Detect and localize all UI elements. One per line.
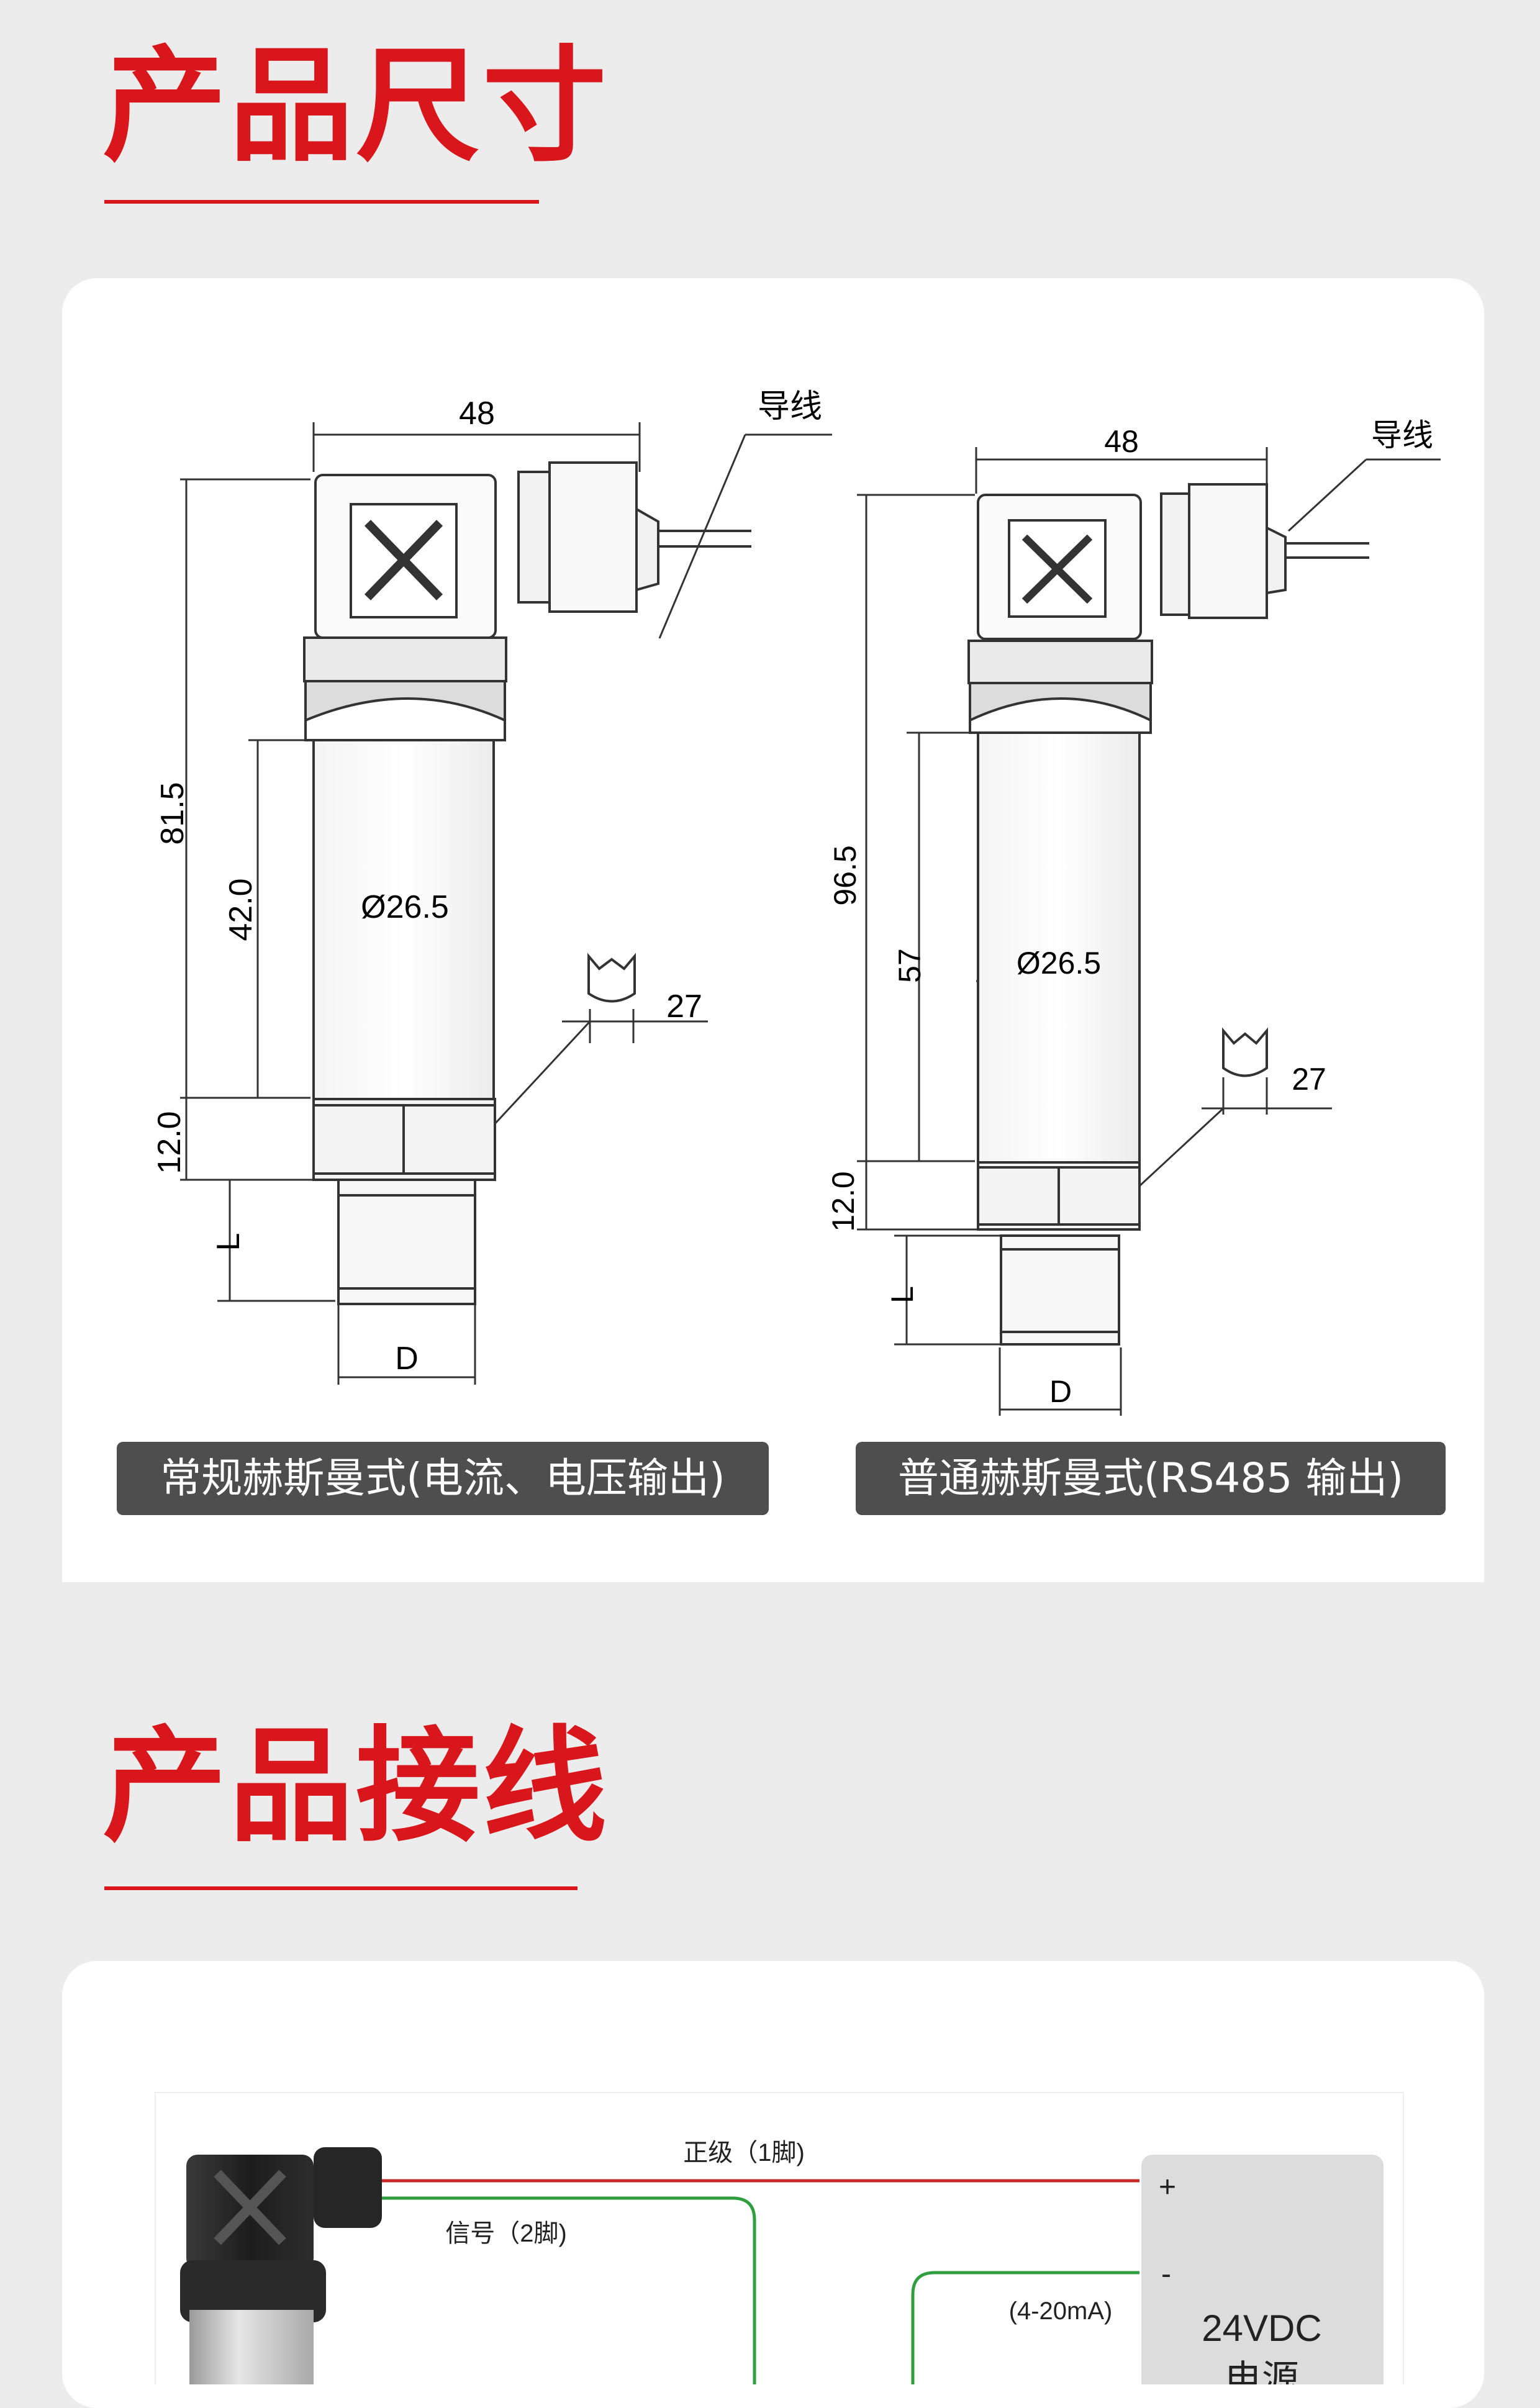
plus-terminal: +: [1159, 2171, 1176, 2204]
power-supply-box: [1141, 2155, 1384, 2384]
wiring-section-title: 产品接线: [102, 1714, 610, 1859]
current-label: (4-20mA): [1009, 2297, 1113, 2325]
signal-wire: [382, 2196, 1139, 2384]
wiring-diagram: 正级（1脚) 信号（2脚) (4-20mA) + - 24VDC 电源: [155, 2092, 1404, 2384]
left-dimension-drawing: 48 导线 81.5 42.0 Ø26.5 27 12.0 L D: [152, 389, 832, 1385]
left-wrench-icon: [587, 953, 636, 1003]
right-total-height-label: 96.5: [828, 845, 863, 905]
dimensions-title-underline: [104, 200, 539, 204]
section-separator: [0, 1583, 1540, 1621]
supply-voltage: 24VDC: [1202, 2307, 1321, 2349]
left-caption: 常规赫斯曼式(电流、电压输出): [117, 1442, 769, 1515]
dimensions-section-title: 产品尺寸: [102, 34, 610, 179]
left-hex-height-label: 12.0: [152, 1111, 188, 1174]
left-width-label: 48: [459, 396, 495, 432]
sensor-photo: [180, 2147, 382, 2384]
left-wire-label: 导线: [758, 389, 822, 425]
minus-terminal: -: [1161, 2258, 1171, 2291]
signal-wire-label: 信号（2脚): [445, 2220, 567, 2247]
right-caption: 普通赫斯曼式(RS485 输出): [856, 1442, 1446, 1515]
right-wire-label: 导线: [1371, 418, 1433, 453]
right-body-height-label: 57: [892, 948, 927, 983]
right-wrench-label: 27: [1292, 1062, 1326, 1097]
right-dimension-lines: [857, 447, 1441, 1416]
supply-name: 电源: [1225, 2358, 1299, 2384]
left-dimension-lines: [180, 422, 832, 1385]
wiring-title-underline: [104, 1886, 578, 1890]
right-wrench-icon: [1222, 1027, 1268, 1077]
right-thread-length-label: L: [885, 1286, 920, 1303]
left-diameter-label: Ø26.5: [361, 889, 449, 925]
left-body-height-label: 42.0: [223, 878, 259, 941]
right-hex-height-label: 12.0: [826, 1171, 861, 1231]
left-thread-diameter-label: D: [395, 1341, 419, 1377]
left-total-height-label: 81.5: [155, 782, 191, 844]
left-thread-length-label: L: [211, 1233, 247, 1251]
positive-wire-label: 正级（1脚): [683, 2139, 805, 2166]
right-thread-diameter-label: D: [1049, 1374, 1072, 1409]
right-sensor-body: [967, 483, 1369, 1346]
right-dimension-drawing: 48 导线 96.5 57 Ø26.5 27 12.0 L D: [826, 418, 1441, 1416]
left-sensor-body: [303, 461, 751, 1305]
right-width-label: 48: [1104, 424, 1139, 459]
left-wrench-label: 27: [666, 989, 702, 1025]
right-diameter-label: Ø26.5: [1017, 946, 1101, 980]
